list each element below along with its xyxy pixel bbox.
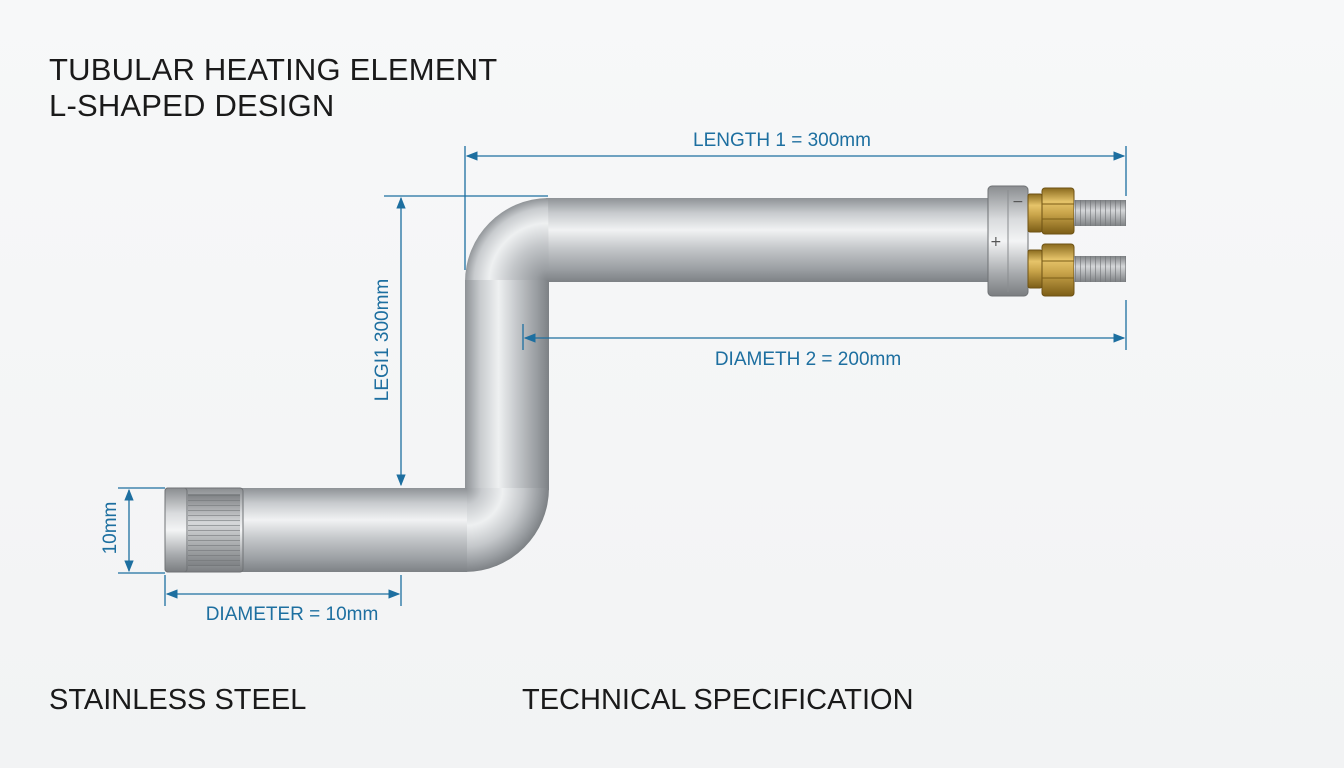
title-line-2: L-SHAPED DESIGN (49, 88, 335, 123)
dimension-lines (118, 146, 1127, 606)
end-height-label: 10mm (100, 502, 121, 555)
negative-terminal (1027, 187, 1126, 235)
vertical-tube-section (465, 280, 549, 490)
negative-symbol: − (1012, 194, 1024, 210)
heating-tube (200, 198, 992, 572)
spec-label: TECHNICAL SPECIFICATION (522, 684, 914, 716)
upper-bend (465, 198, 549, 282)
lower-bend (465, 488, 549, 572)
threaded-end-cap (164, 487, 244, 573)
length1-label: LENGTH 1 = 300mm (693, 130, 871, 151)
upper-tube-section (546, 198, 992, 282)
positive-terminal (1027, 243, 1126, 297)
diameter2-label: DIAMETH 2 = 200mm (715, 349, 901, 370)
positive-symbol: + (990, 234, 1002, 250)
title-line-1: TUBULAR HEATING ELEMENT (49, 52, 498, 87)
diameter-label: DIAMETER = 10mm (206, 604, 379, 625)
lower-tube-section (200, 488, 467, 572)
leg1-label: LEGI1 300mm (372, 279, 393, 402)
terminal-assembly: − + (987, 185, 1126, 297)
material-label: STAINLESS STEEL (49, 684, 307, 716)
